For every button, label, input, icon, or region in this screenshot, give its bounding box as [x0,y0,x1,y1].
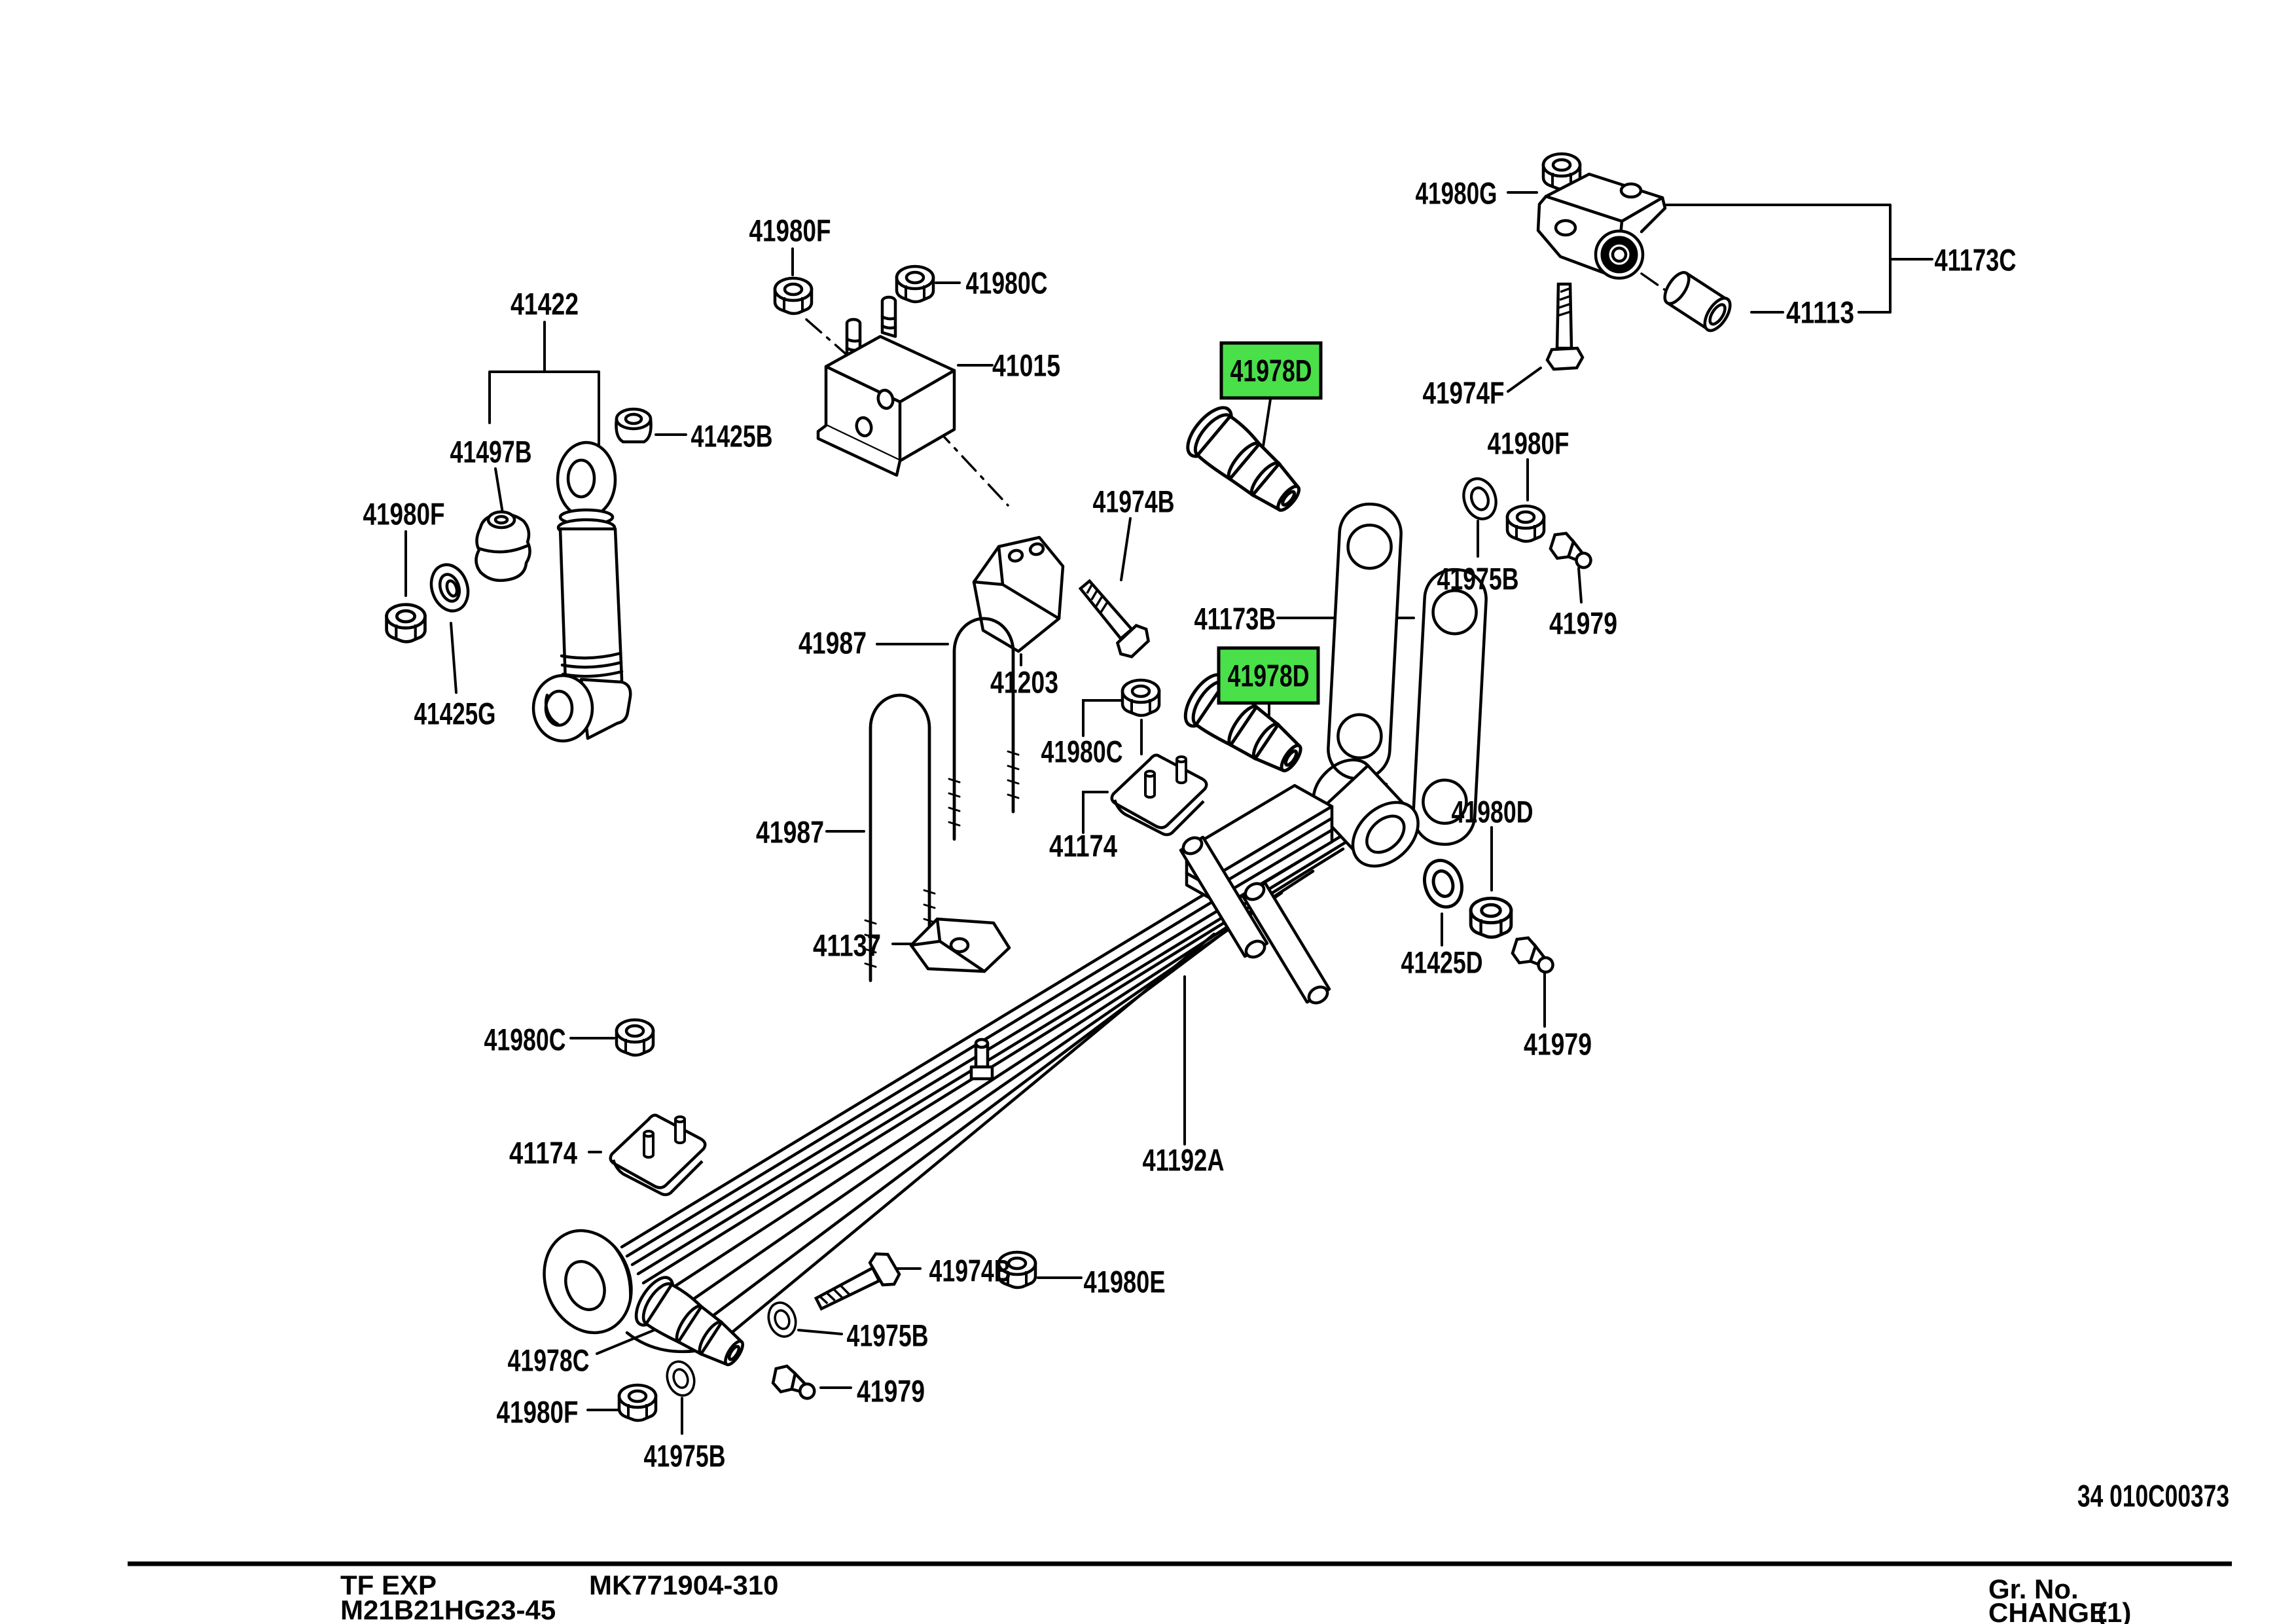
shock-absorber-drawing [531,441,632,743]
part-label-washer-41975B-2: 41975B [847,1318,929,1353]
spring-front-eye [543,1229,633,1335]
footer-change-value: (1) [2098,1597,2131,1624]
fitting-41979-1-drawing [1546,529,1598,573]
part-number-labels: 4142241497B41980F41425G41425B41980F41980… [363,176,2230,1513]
nut-41980F-1-drawing [387,605,425,642]
nut-41980C-1-drawing [897,266,933,302]
part-label-collar-41113: 41113 [1786,295,1854,330]
footer-market: TF EXP [340,1570,437,1600]
hanger-41173C-drawing [1536,172,1667,280]
nut-41980F-2-drawing [775,278,812,314]
bolt-41974B-1-drawing [1072,573,1154,660]
pad-41174-1-drawing [1112,755,1207,835]
pin-41978D-1-drawing [1180,401,1312,524]
footer-model-code: M21B21HG23-45 [340,1595,556,1624]
part-label-nut-41980F-3: 41980F [1488,426,1570,461]
spring-center-bolt [969,1038,994,1081]
part-label-nut-41980C-2: 41980C [1041,734,1123,769]
pad-41174-2-drawing [611,1115,706,1195]
part-label-bolt-41974B-2: 41974B [929,1254,1011,1288]
part-label-pin-41978D-2: 41978D [1228,659,1310,693]
part-label-cup-41425G: 41425G [414,696,496,731]
part-label-pin-41978D-1: 41978D [1230,353,1312,388]
part-label-nut-41980F-1: 41980F [363,497,445,532]
part-label-fitting-41979-2: 41979 [1524,1027,1592,1062]
leader-lines [404,191,1933,1435]
part-label-pad-41174-1: 41174 [1049,829,1117,863]
bolt-41974B-2-drawing [810,1248,902,1318]
footer-gr-no-label: Gr. No. [1988,1574,2079,1604]
part-label-nut-41980C-3: 41980C [484,1022,566,1057]
part-label-nut-41980C-1: 41980C [966,266,1048,300]
seat-41137-drawing [909,917,1011,973]
part-label-washer-41425D: 41425D [1401,945,1483,980]
cup-washer-41425G-drawing [429,563,470,613]
washer-41425D-drawing [1419,856,1468,912]
nut-41980C-2-drawing [1122,680,1159,715]
part-label-fitting-41979-1: 41979 [1549,606,1617,641]
dashdot-nut-to-block [805,318,850,357]
nut-41980C-3-drawing [617,1020,653,1055]
bush-41425B-drawing [615,407,653,444]
part-label-shackle-41173B: 41173B [1194,602,1276,636]
footer-catalog-code: MK771904-310 [589,1570,779,1600]
part-label-spring-41192A: 41192A [1143,1143,1225,1178]
nut-41980F-4-drawing [619,1385,656,1420]
highlight-box-pin-41978D-2 [1217,646,1320,705]
fitting-41979-2-drawing [1508,933,1560,977]
part-label-nut-41980G: 41980G [1416,176,1498,211]
part-label-nut-41980F-2: 41980F [749,213,831,248]
part-label-bushing-41497B: 41497B [450,435,532,469]
part-label-ubolt-41987-2: 41987 [756,815,824,850]
washer-41975B-3-drawing [662,1356,700,1401]
pin-41978C-drawing [629,1272,753,1379]
u-bolt-drawings [864,617,1020,983]
spring-rear-eye [1312,758,1420,868]
part-label-nut-41980E: 41980E [1084,1265,1166,1299]
shackle-plate-rear-drawing [1412,568,1488,846]
part-label-fitting-41979-3: 41979 [857,1374,925,1409]
part-label-bush-41425B: 41425B [691,419,773,454]
part-label-sheet-code: 34 010C00373 [2077,1479,2229,1513]
part-label-assy-41173C: 41173C [1935,243,2017,278]
nut-41980F-3-drawing [1507,506,1544,541]
part-label-bolt-41974F: 41974F [1423,376,1505,410]
washer-41975B-2-drawing [763,1297,801,1342]
fitting-41979-3-drawing [768,1363,819,1404]
part-label-ubolt-41987-1: 41987 [798,626,867,660]
part-label-pin-41978C: 41978C [508,1343,590,1378]
leader-41422 [488,321,600,458]
washer-41975B-1-drawing [1459,475,1501,523]
footer-change-label: CHANGE [1988,1597,2108,1624]
part-label-pad-41174-2: 41174 [509,1136,577,1170]
part-label-block-41015: 41015 [992,348,1060,383]
bracket-41203-drawing [972,535,1065,653]
part-label-nut-41980D: 41980D [1452,795,1534,829]
part-label-bolt-41974B-1: 41974B [1093,484,1175,519]
part-label-washer-41975B-1: 41975B [1437,562,1519,596]
part-label-shock-41422: 41422 [511,287,579,321]
collar-41113-drawing [1663,271,1732,333]
part-label-seat-41137: 41137 [813,928,881,963]
bolt-41974F-drawing [1547,284,1583,369]
part-label-nut-41980F-4: 41980F [497,1395,579,1430]
shackle-plate-front-drawing [1327,502,1403,781]
part-label-bracket-41203: 41203 [990,665,1058,700]
block-41015-drawing [816,295,956,477]
nut-41980D-drawing [1471,898,1511,937]
part-label-washer-41975B-3: 41975B [644,1439,726,1473]
highlight-box-pin-41978D-1 [1219,341,1323,400]
footer: TF EXP MK771904-310 M21B21HG23-45 Gr. No… [128,1561,2232,1624]
leaf-spring-drawing [543,758,1420,1354]
diagram-artwork [387,154,1732,1420]
bushing-41497B-drawing [475,510,531,582]
